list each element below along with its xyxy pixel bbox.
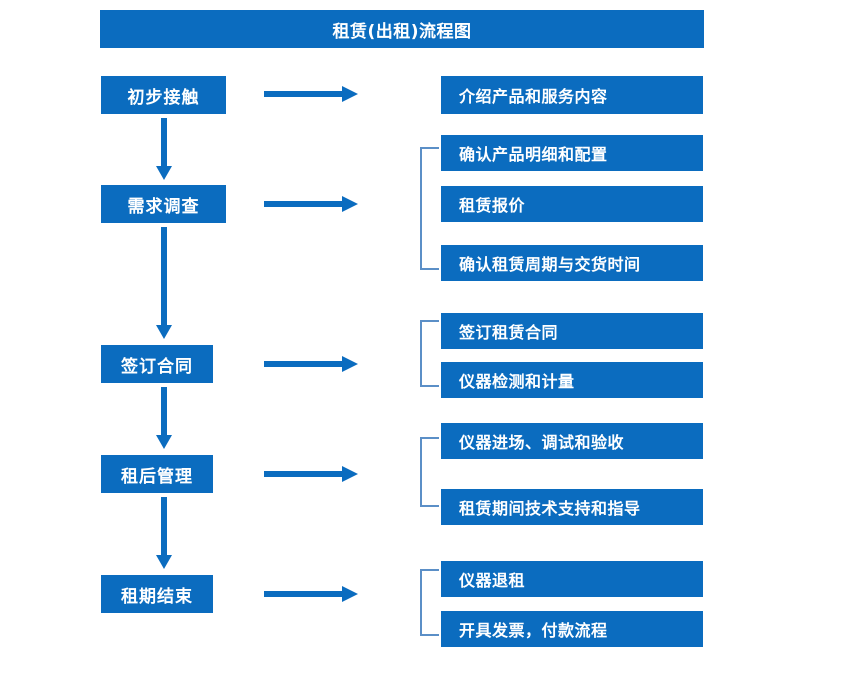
- page-title: 租赁(出租)流程图: [100, 10, 704, 48]
- detail-box-3-1[interactable]: 签订租赁合同: [441, 313, 703, 349]
- detail-box-5-2[interactable]: 开具发票，付款流程: [441, 611, 703, 647]
- arrow-right-stage-2: [264, 196, 358, 212]
- bracket-stage-4: [420, 437, 439, 507]
- arrow-down-stage-1-to-2: [156, 118, 172, 180]
- arrow-right-stage-5: [264, 586, 358, 602]
- detail-box-2-1[interactable]: 确认产品明细和配置: [441, 135, 703, 171]
- detail-box-2-2[interactable]: 租赁报价: [441, 186, 703, 222]
- stage-box-demand-survey[interactable]: 需求调查: [101, 185, 226, 223]
- detail-box-4-2[interactable]: 租赁期间技术支持和指导: [441, 489, 703, 525]
- arrow-right-stage-3: [264, 356, 358, 372]
- detail-box-1-1[interactable]: 介绍产品和服务内容: [441, 76, 703, 114]
- detail-box-5-1[interactable]: 仪器退租: [441, 561, 703, 597]
- detail-box-2-3[interactable]: 确认租赁周期与交货时间: [441, 245, 703, 281]
- arrow-right-stage-4: [264, 466, 358, 482]
- arrow-down-stage-2-to-3: [156, 227, 172, 339]
- bracket-stage-3: [420, 320, 439, 387]
- detail-box-4-1[interactable]: 仪器进场、调试和验收: [441, 423, 703, 459]
- arrow-right-stage-1: [264, 86, 358, 102]
- stage-box-rental-end[interactable]: 租期结束: [101, 575, 213, 613]
- bracket-stage-2: [420, 147, 439, 270]
- stage-box-initial-contact[interactable]: 初步接触: [101, 76, 226, 114]
- stage-box-sign-contract[interactable]: 签订合同: [101, 345, 213, 383]
- arrow-down-stage-3-to-4: [156, 387, 172, 449]
- detail-box-3-2[interactable]: 仪器检测和计量: [441, 362, 703, 398]
- bracket-stage-5: [420, 569, 439, 636]
- arrow-down-stage-4-to-5: [156, 497, 172, 569]
- stage-box-post-rental-management[interactable]: 租后管理: [101, 455, 213, 493]
